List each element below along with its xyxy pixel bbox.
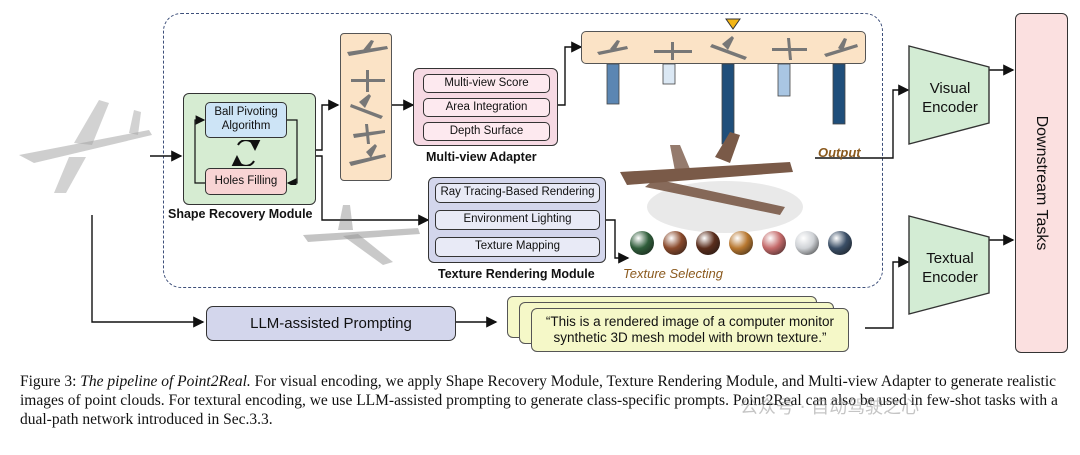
depth-surface-box: Depth Surface — [423, 122, 550, 141]
multiview-render-stack — [340, 33, 392, 181]
multiview-score-bars — [606, 64, 846, 145]
holes-filling-box: Holes Filling — [205, 168, 287, 195]
multiview-adapter-title: Multi-view Adapter — [426, 150, 537, 164]
input-point-cloud-airplane — [19, 100, 152, 193]
module-feedback-arrows — [194, 115, 298, 185]
llm-prompting-box: LLM-assisted Prompting — [206, 306, 456, 341]
texture-selecting-label: Texture Selecting — [623, 266, 723, 281]
prompt-card-front: “This is a rendered image of a computer … — [531, 308, 849, 352]
textual-encoder-shape — [908, 215, 990, 315]
textual-encoder-label: Textual Encoder — [922, 250, 978, 286]
watermark-text: 公众号 · 自动驾驶之心 — [740, 397, 920, 418]
connector-layer — [91, 41, 1015, 329]
texture-sphere-5[interactable] — [762, 231, 786, 255]
caption-title: The pipeline of Point2Real. — [80, 373, 251, 390]
figure-caption: Figure 3: The pipeline of Point2Real. Fo… — [20, 373, 1070, 430]
texture-sphere-6[interactable] — [795, 231, 819, 255]
area-integration-box: Area Integration — [423, 98, 550, 117]
visual-encoder-shape — [908, 45, 990, 145]
selection-marker-icon — [725, 18, 741, 30]
score-bar-1 — [606, 64, 620, 105]
shape-recovery-title: Shape Recovery Module — [168, 207, 313, 221]
texture-sphere-7[interactable] — [828, 231, 852, 255]
ball-pivoting-box: Ball Pivoting Algorithm — [205, 102, 287, 138]
recovered-point-cloud — [303, 205, 420, 265]
score-bar-2 — [662, 64, 676, 85]
scored-view-strip — [581, 31, 866, 64]
cycle-icon — [229, 140, 263, 166]
caption-fig-number: Figure 3: — [20, 373, 81, 390]
texture-sphere-1[interactable] — [630, 231, 654, 255]
multiview-score-box: Multi-view Score — [423, 74, 550, 93]
downstream-tasks-label: Downstream Tasks — [1033, 115, 1050, 251]
texture-mapping-box: Texture Mapping — [435, 237, 600, 257]
caption-body: For visual encoding, we apply Shape Reco… — [20, 373, 1058, 428]
texture-rendering-title: Texture Rendering Module — [438, 267, 595, 281]
rendered-airplane-image — [620, 132, 803, 233]
downstream-tasks-panel — [1015, 13, 1068, 353]
visual-encoder-label: Visual Encoder — [922, 80, 978, 116]
ray-tracing-box: Ray Tracing-Based Rendering — [435, 183, 600, 203]
score-bar-5 — [832, 64, 846, 125]
pipeline-frame — [163, 13, 883, 288]
score-bar-4 — [777, 64, 791, 97]
texture-sphere-4[interactable] — [729, 231, 753, 255]
output-label: Output — [818, 145, 861, 160]
texture-sphere-2[interactable] — [663, 231, 687, 255]
environment-lighting-box: Environment Lighting — [435, 210, 600, 230]
texture-sphere-3[interactable] — [696, 231, 720, 255]
